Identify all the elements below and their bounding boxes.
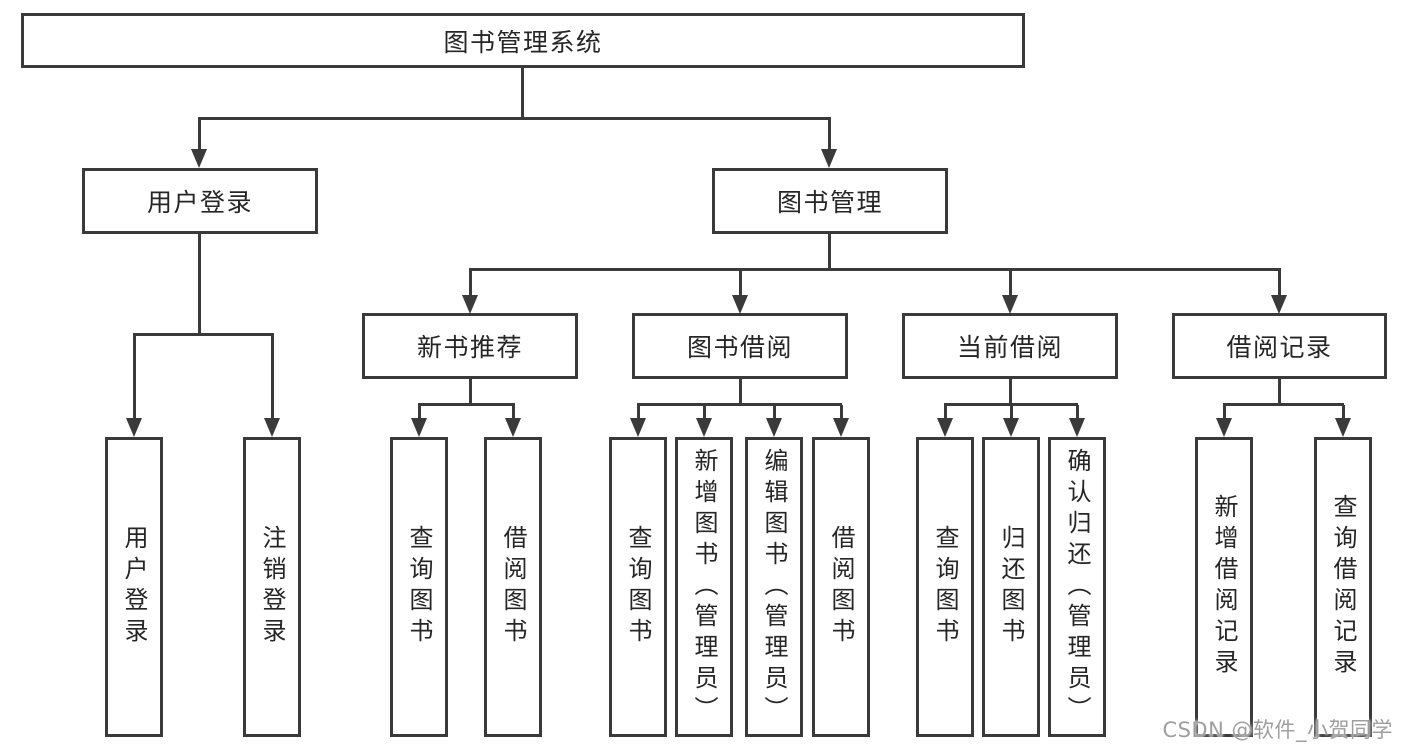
node-book-management: 图书管理 — [712, 168, 948, 234]
leaf-query-borrow-record: 查询借阅记录 — [1314, 437, 1372, 737]
arrowhead-down-icon — [833, 418, 849, 437]
leaf-label: 归还图书 — [997, 525, 1025, 649]
connector-drop — [637, 405, 640, 419]
connector-stem — [739, 379, 742, 405]
leaf-user-login: 用户登录 — [105, 437, 163, 737]
leaf-label: 查询图书 — [624, 525, 652, 649]
leaf-label: 查询图书 — [931, 525, 959, 649]
connector-drop — [1010, 405, 1013, 419]
connector-stem — [1009, 379, 1012, 405]
leaf-label: 借阅图书 — [827, 525, 855, 649]
connector-drop — [703, 405, 706, 419]
connector-drop — [828, 119, 831, 150]
leaf-add-borrow-record: 新增借阅记录 — [1195, 437, 1253, 737]
connector-drop — [944, 405, 947, 419]
leaf-label: 查询借阅记录 — [1329, 494, 1357, 680]
leaf-edit-books-admin: 编辑图书（管理员） — [745, 437, 803, 737]
connector-drop — [512, 405, 515, 419]
arrowhead-down-icon — [126, 418, 142, 437]
leaf-query-books-current: 查询图书 — [916, 437, 974, 737]
connector-drop — [271, 335, 274, 419]
node-book-borrowing: 图书借阅 — [632, 313, 848, 379]
node-label: 用户登录 — [146, 188, 253, 217]
connector-drop — [1342, 405, 1345, 419]
connector-drop — [469, 270, 472, 296]
leaf-borrow-books-recommend: 借阅图书 — [484, 437, 542, 737]
arrowhead-down-icon — [411, 418, 427, 437]
arrowhead-down-icon — [1271, 295, 1287, 314]
leaf-confirm-return-admin: 确认归还（管理员） — [1048, 437, 1106, 737]
node-current-borrowing: 当前借阅 — [902, 313, 1118, 379]
leaf-label: 注销登录 — [258, 525, 286, 649]
connector-branch — [469, 268, 1281, 271]
leaf-query-books-borrow: 查询图书 — [609, 437, 667, 737]
connector-stem — [198, 234, 201, 335]
leaf-query-books-recommend: 查询图书 — [390, 437, 448, 737]
connector-drop — [198, 119, 201, 150]
node-user-login: 用户登录 — [82, 168, 318, 234]
connector-drop — [1076, 405, 1079, 419]
arrowhead-down-icon — [821, 149, 837, 168]
connector-stem — [1278, 379, 1281, 405]
arrowhead-down-icon — [937, 418, 953, 437]
leaf-label: 借阅图书 — [499, 525, 527, 649]
connector-branch — [198, 117, 831, 120]
arrowhead-down-icon — [1335, 418, 1351, 437]
connector-drop — [739, 270, 742, 296]
leaf-borrow-books: 借阅图书 — [812, 437, 870, 737]
node-new-book-recommendation: 新书推荐 — [362, 313, 578, 379]
node-label: 新书推荐 — [416, 333, 523, 362]
arrowhead-down-icon — [766, 418, 782, 437]
arrowhead-down-icon — [1002, 295, 1018, 314]
connector-branch — [637, 403, 842, 406]
csdn-watermark: CSDN @软件_小贺同学 — [1162, 718, 1393, 742]
node-label: 图书借阅 — [686, 333, 793, 362]
arrowhead-down-icon — [732, 295, 748, 314]
arrowhead-down-icon — [630, 418, 646, 437]
connector-branch — [418, 403, 515, 406]
arrowhead-down-icon — [264, 418, 280, 437]
connector-drop — [1223, 405, 1226, 419]
connector-drop — [418, 405, 421, 419]
arrowhead-down-icon — [1003, 418, 1019, 437]
connector-drop — [773, 405, 776, 419]
leaf-return-books: 归还图书 — [982, 437, 1040, 737]
arrowhead-down-icon — [505, 418, 521, 437]
arrowhead-down-icon — [1216, 418, 1232, 437]
leaf-label: 新增借阅记录 — [1210, 494, 1238, 680]
node-borrowing-records: 借阅记录 — [1172, 313, 1387, 379]
connector-drop — [840, 405, 843, 419]
node-label: 当前借阅 — [956, 333, 1063, 362]
arrowhead-down-icon — [696, 418, 712, 437]
leaf-add-books-admin: 新增图书（管理员） — [675, 437, 733, 737]
node-label: 图书管理 — [776, 188, 883, 217]
connector-branch — [1223, 403, 1344, 406]
connector-branch — [944, 403, 1078, 406]
connector-drop — [1009, 270, 1012, 296]
connector-stem — [828, 234, 831, 270]
leaf-label: 确认归还（管理员） — [1063, 447, 1091, 727]
node-label: 借阅记录 — [1226, 333, 1333, 362]
arrowhead-down-icon — [191, 149, 207, 168]
leaf-label: 新增图书（管理员） — [690, 447, 718, 727]
connector-stem — [469, 379, 472, 405]
connector-drop — [1278, 270, 1281, 296]
connector-stem — [521, 68, 524, 119]
connector-drop — [133, 335, 136, 419]
page-title: 图书管理系统 — [443, 27, 603, 57]
leaf-label: 用户登录 — [120, 525, 148, 649]
leaf-label: 查询图书 — [405, 525, 433, 649]
node-library-management-system: 图书管理系统 — [21, 13, 1025, 68]
leaf-logout: 注销登录 — [243, 437, 301, 737]
arrowhead-down-icon — [462, 295, 478, 314]
arrowhead-down-icon — [1069, 418, 1085, 437]
connector-branch — [133, 333, 274, 336]
leaf-label: 编辑图书（管理员） — [760, 447, 788, 727]
